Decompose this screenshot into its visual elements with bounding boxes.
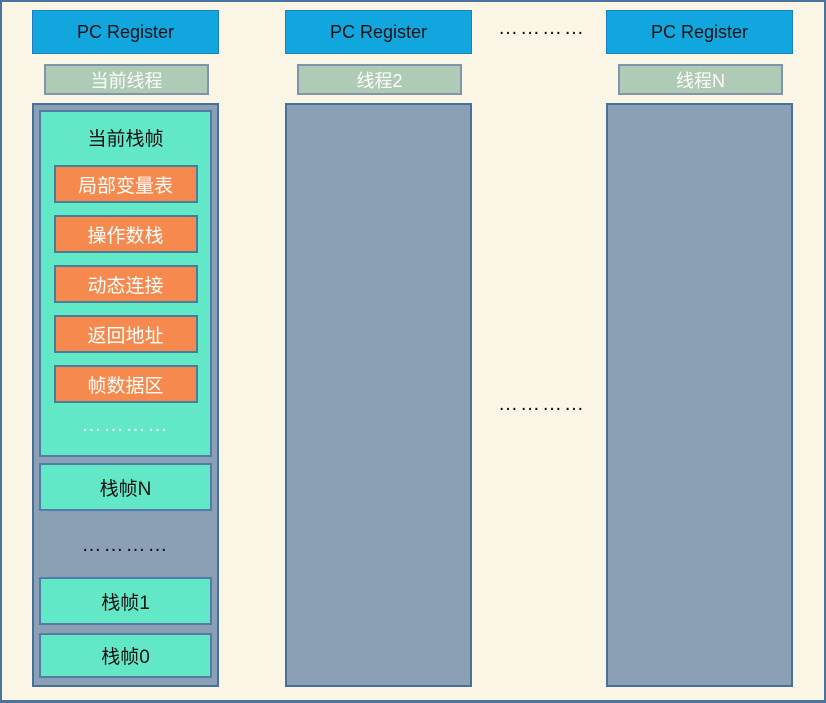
pc-register-box-thread2: PC Register	[285, 10, 472, 54]
thread-label-current: 当前线程	[44, 64, 209, 95]
frame-part-local-variable-table: 局部变量表	[53, 165, 198, 203]
vm-stack-threadN	[606, 103, 793, 687]
frame-part-operand-stack: 操作数栈	[53, 215, 198, 253]
threads-ellipsis-top: …………	[498, 17, 586, 39]
pc-register-box-thread1: PC Register	[32, 10, 219, 54]
frame-part-dynamic-linking: 动态连接	[53, 265, 198, 303]
current-stack-frame: 当前栈帧 局部变量表 操作数栈 动态连接 返回地址 帧数据区 …………	[39, 110, 212, 457]
stack-frames-ellipsis: …………	[81, 534, 170, 556]
pc-register-box-threadN: PC Register	[606, 10, 793, 54]
stack-frame-1: 栈帧1	[39, 577, 212, 625]
vm-stack-thread2	[285, 103, 472, 687]
thread-label-thread2: 线程2	[297, 64, 462, 95]
stack-frame-0: 栈帧0	[39, 633, 212, 678]
threads-ellipsis-middle: …………	[498, 393, 586, 415]
thread-label-threadN: 线程N	[618, 64, 783, 95]
frame-part-return-address: 返回地址	[53, 315, 198, 353]
vm-stack-thread1: 当前栈帧 局部变量表 操作数栈 动态连接 返回地址 帧数据区 ………… 栈帧N …	[32, 103, 219, 687]
current-frame-title: 当前栈帧	[87, 129, 164, 150]
frame-parts-ellipsis: …………	[81, 414, 170, 436]
stack-frame-n: 栈帧N	[39, 463, 212, 511]
frame-part-frame-data-area: 帧数据区	[53, 365, 198, 403]
